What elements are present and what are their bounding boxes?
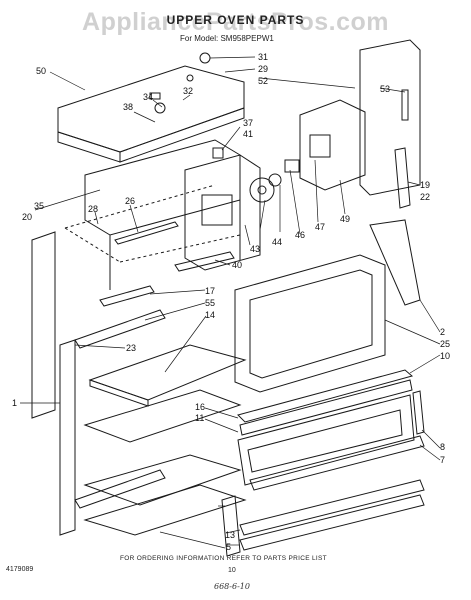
callout-26: 26 xyxy=(125,196,135,206)
callout-numbers: 50 31 29 52 53 38 34 32 37 41 35 28 26 2… xyxy=(12,52,450,552)
callout-53: 53 xyxy=(380,84,390,94)
model-line: For Model: SM958PEPW1 xyxy=(180,34,274,43)
callout-38: 38 xyxy=(123,102,133,112)
ordering-note: FOR ORDERING INFORMATION REFER TO PARTS … xyxy=(120,555,327,562)
callout-16: 16 xyxy=(195,402,205,412)
rack-shelves xyxy=(83,344,247,536)
callout-35: 35 xyxy=(34,201,44,211)
callout-28: 28 xyxy=(88,204,98,214)
callout-14: 14 xyxy=(205,310,215,320)
callout-leaders xyxy=(20,56,441,549)
callout-55: 55 xyxy=(205,298,215,308)
callout-11: 11 xyxy=(195,413,204,423)
callout-44: 44 xyxy=(272,237,282,247)
door-frame xyxy=(234,254,386,393)
callout-34: 34 xyxy=(143,92,153,102)
callout-41: 41 xyxy=(243,129,253,139)
callout-40: 40 xyxy=(232,260,242,270)
callout-8-right: 8 xyxy=(440,442,445,452)
callout-32: 32 xyxy=(183,86,193,96)
callout-46: 46 xyxy=(295,230,305,240)
document-number: 4179089 xyxy=(6,566,34,573)
handwritten-note: 668-6-10 xyxy=(214,582,250,591)
callout-22: 22 xyxy=(420,192,430,202)
watermark: AppliancePartsPros.com xyxy=(82,8,389,36)
callout-17: 17 xyxy=(205,286,215,296)
motor-bracket-assembly xyxy=(268,99,366,191)
back-panel-fan xyxy=(184,147,275,271)
callout-5: 5 xyxy=(226,542,231,552)
callout-49: 49 xyxy=(340,214,350,224)
trim-pieces xyxy=(221,390,425,557)
callout-47: 47 xyxy=(315,222,325,232)
callout-10: 10 xyxy=(440,351,450,361)
page-number: 10 xyxy=(228,567,236,574)
side-panel-left xyxy=(31,231,56,419)
top-panel xyxy=(57,52,245,163)
callout-25: 25 xyxy=(440,339,450,349)
callout-52: 52 xyxy=(258,76,268,86)
callout-37: 37 xyxy=(243,118,253,128)
door-panels xyxy=(237,369,415,486)
callout-1: 1 xyxy=(12,398,17,408)
callout-2: 2 xyxy=(440,327,445,337)
callout-50: 50 xyxy=(36,66,46,76)
diagram-title: UPPER OVEN PARTS xyxy=(166,13,305,27)
rails xyxy=(99,221,235,307)
callout-29: 29 xyxy=(258,64,268,74)
callout-43: 43 xyxy=(250,244,260,254)
cavity-wrapper xyxy=(64,139,241,290)
callout-23: 23 xyxy=(126,343,136,353)
callout-19: 19 xyxy=(420,180,430,190)
callout-7: 7 xyxy=(440,455,445,465)
callout-31: 31 xyxy=(258,52,268,62)
callout-13: 13 xyxy=(225,530,235,540)
callout-20: 20 xyxy=(22,212,32,222)
